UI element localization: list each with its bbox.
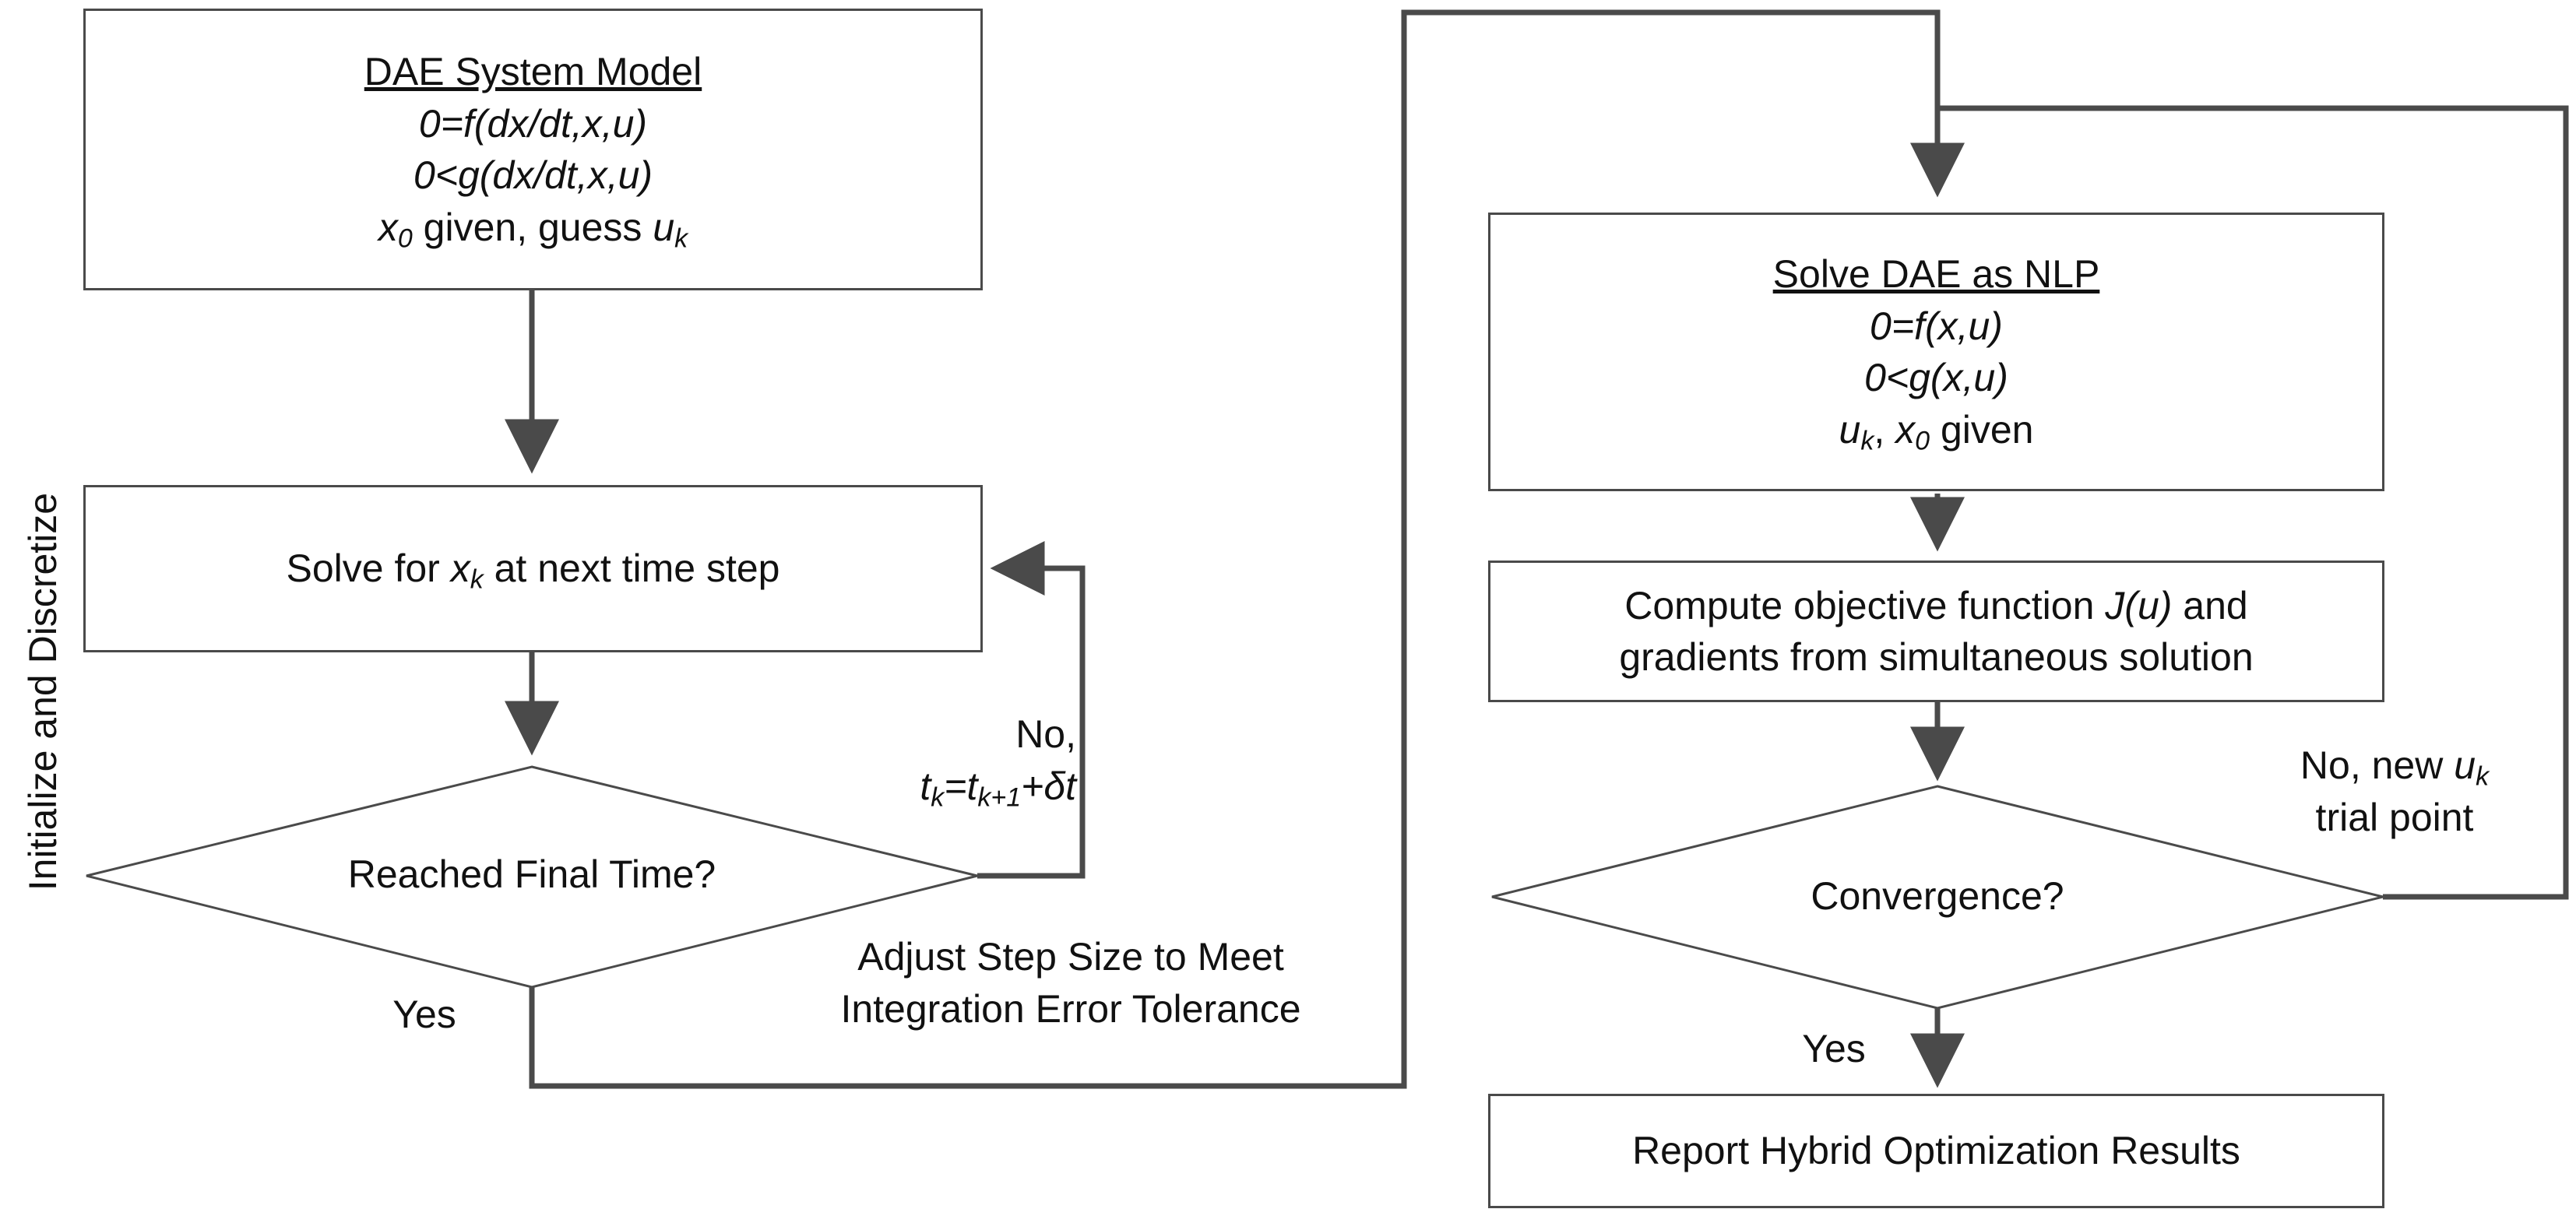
- arrow-yes-to-nlp: [529, 9, 1965, 1089]
- decision-convergence-label: Convergence?: [1674, 870, 2201, 923]
- model-box-given-line: x0 given, guess uk: [378, 202, 688, 254]
- yes-left-text: Yes: [392, 993, 456, 1036]
- compute-objective-box: Compute objective function J(u) and grad…: [1488, 561, 2384, 702]
- model-box-title: DAE System Model: [364, 50, 702, 93]
- no-label-line1: No,: [1015, 712, 1076, 756]
- no-label-t-sub: k: [931, 782, 945, 812]
- nlp-given: given: [1930, 407, 2034, 452]
- nlp-box-title: Solve DAE as NLP: [1772, 252, 2100, 296]
- solve-next-step-box: Solve for xk at next time step: [83, 485, 983, 652]
- no-label-plus: +δt: [1021, 764, 1076, 808]
- no-new-line2: trial point: [2315, 795, 2474, 839]
- nlp-mid: ,: [1874, 407, 1896, 452]
- arrow-no-loop-back: [977, 541, 1086, 879]
- nlp-box-eq2: 0<g(x,u): [1864, 356, 2008, 399]
- nlp-u-var: u: [1839, 407, 1861, 452]
- no-new-line1: No, new uk: [2227, 740, 2562, 792]
- side-label-initialize: Initialize and Discretize: [17, 493, 69, 891]
- decision-final-time-label: Reached Final Time?: [234, 849, 830, 901]
- model-box-eq2: 0<g(dx/dt,x,u): [413, 153, 653, 197]
- decision-convergence-text: Convergence?: [1811, 874, 2064, 918]
- guess-u-var: u: [653, 205, 675, 249]
- model-box-eq1: 0=f(dx/dt,x,u): [418, 101, 648, 146]
- report-results-box: Report Hybrid Optimization Results: [1488, 1094, 2384, 1208]
- solve-var: x: [450, 546, 470, 591]
- given-guess-text: given, guess: [412, 205, 653, 249]
- solve-dae-nlp-box: Solve DAE as NLP 0=f(x,u) 0<g(x,u) uk, x…: [1488, 213, 2384, 491]
- objective-line1: Compute objective function J(u) and: [1624, 580, 2247, 632]
- side-label-text: Initialize and Discretize: [20, 492, 65, 891]
- no-loop-label: No, tk=tk+1+δt: [866, 708, 1076, 812]
- adjust-step-label: Adjust Step Size to Meet Integration Err…: [783, 931, 1359, 1035]
- no-label-t2-sub: k+1: [977, 782, 1022, 812]
- solve-suffix: at next time step: [483, 546, 780, 591]
- nlp-box-eq1: 0=f(x,u): [1870, 304, 2003, 348]
- no-label-eq: =t: [944, 764, 978, 808]
- objective-line2: gradients from simultaneous solution: [1619, 635, 2254, 679]
- objective-func: J(u): [2105, 583, 2173, 627]
- report-box-text: Report Hybrid Optimization Results: [1632, 1129, 2240, 1173]
- solve-var-subscript: k: [470, 564, 484, 595]
- nlp-u-sub: k: [1860, 426, 1874, 455]
- given-x-var: x: [378, 205, 398, 249]
- nlp-x-sub: 0: [1915, 426, 1930, 455]
- no-new-prefix: No, new: [2300, 743, 2455, 787]
- no-new-u: u: [2454, 743, 2476, 787]
- no-new-u-sub: k: [2476, 761, 2490, 792]
- adjust-label-line2: Integration Error Tolerance: [840, 986, 1301, 1031]
- given-x-subscript: 0: [397, 223, 413, 253]
- no-label-t: t: [920, 764, 931, 808]
- solve-box-text: Solve for xk at next time step: [287, 543, 780, 595]
- objective-prefix: Compute objective function: [1624, 583, 2106, 627]
- nlp-box-given-line: uk, x0 given: [1839, 404, 2034, 456]
- guess-u-subscript: k: [674, 223, 688, 253]
- yes-label-right: Yes: [1783, 1023, 1884, 1075]
- yes-right-text: Yes: [1802, 1027, 1866, 1070]
- objective-suffix: and: [2172, 583, 2248, 627]
- adjust-label-line1: Adjust Step Size to Meet: [857, 935, 1284, 979]
- solve-prefix: Solve for: [286, 546, 451, 591]
- decision-diamond-convergence: [1491, 785, 2384, 1010]
- arrow-no-new-trial-loop: [1937, 105, 2569, 900]
- yes-label-left: Yes: [374, 989, 475, 1041]
- no-new-trial-label: No, new uk trial point: [2227, 740, 2562, 843]
- decision-final-time-text: Reached Final Time?: [347, 852, 716, 896]
- no-label-line2: tk=tk+1+δt: [866, 761, 1076, 813]
- decision-diamond-final-time: [86, 765, 978, 989]
- nlp-x-var: x: [1895, 407, 1916, 452]
- dae-system-model-box: DAE System Model 0=f(dx/dt,x,u) 0<g(dx/d…: [83, 9, 983, 290]
